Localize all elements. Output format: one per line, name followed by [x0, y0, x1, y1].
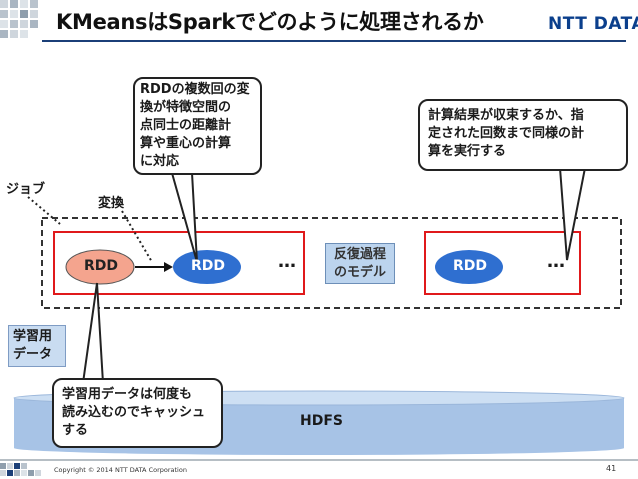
job-pointer — [27, 196, 61, 225]
callout-distance-line-4: 算や重心の計算 — [140, 136, 232, 151]
training-data-line-2: データ — [13, 347, 53, 362]
iteration-model-line-2: のモデル — [333, 265, 386, 280]
transform-label: 変換 — [98, 196, 125, 211]
training-data-tag: 学習用 データ — [8, 325, 66, 367]
page-title: KMeansはSparkでどのように処理されるか — [56, 10, 484, 34]
company-logo: NTT DATA — [548, 14, 638, 34]
iteration-model-line-1: 反復過程 — [333, 247, 386, 262]
callout-convergence: 計算結果が収束するか、指 定された回数まで同様の計 算を実行する — [418, 99, 628, 171]
callout-distance-line-3: 点同士の距離計 — [140, 118, 232, 133]
footer-copyright: Copyright © 2014 NTT DATA Corporation — [54, 466, 187, 474]
transform-arrowhead — [164, 262, 173, 272]
job-box-1 — [53, 231, 305, 295]
callout-distance: RDDの複数回の変 換が特徴空間の 点同士の距離計 算や重心の計算 に対応 — [133, 77, 262, 175]
callout-convergence-line-1: 計算結果が収束するか、指 — [428, 108, 584, 123]
callout-distance-line-2: 換が特徴空間の — [140, 100, 232, 115]
ellipsis-1: … — [278, 251, 296, 272]
corner-decoration — [0, 0, 38, 38]
iteration-model-box: 反復過程 のモデル — [325, 243, 395, 284]
rdd-node-3 — [435, 250, 503, 284]
callout-distance-line-1: RDDの複数回の変 — [140, 82, 250, 97]
rdd-label-2: RDD — [191, 258, 226, 274]
callout-convergence-tail — [558, 167, 587, 261]
callout-distance-line-5: に対応 — [140, 154, 180, 169]
rdd-node-1 — [65, 249, 135, 285]
rdd-node-2 — [173, 250, 241, 284]
callout-cache-tail — [81, 282, 105, 384]
page-number: 41 — [606, 464, 617, 473]
callout-cache-line-2: 読み込むのでキャッシュ — [62, 405, 206, 420]
ellipsis-2: … — [547, 251, 565, 272]
job-label: ジョブ — [6, 182, 46, 197]
callout-convergence-line-3: 算を実行する — [428, 144, 507, 159]
job-dashed-outline — [41, 217, 622, 309]
training-data-line-1: 学習用 — [13, 329, 53, 344]
job-box-2 — [424, 231, 581, 295]
callout-cache-line-3: する — [62, 423, 89, 438]
callout-cache: 学習用データは何度も 読み込むのでキャッシュ する — [52, 378, 223, 448]
rdd-label-1: RDD — [84, 258, 119, 274]
rdd-label-3: RDD — [453, 258, 488, 274]
callout-cache-line-1: 学習用データは何度も — [62, 387, 193, 402]
hdfs-label: HDFS — [300, 413, 343, 429]
footer-squares — [0, 463, 41, 476]
callout-convergence-line-2: 定された回数まで同様の計 — [428, 126, 585, 141]
